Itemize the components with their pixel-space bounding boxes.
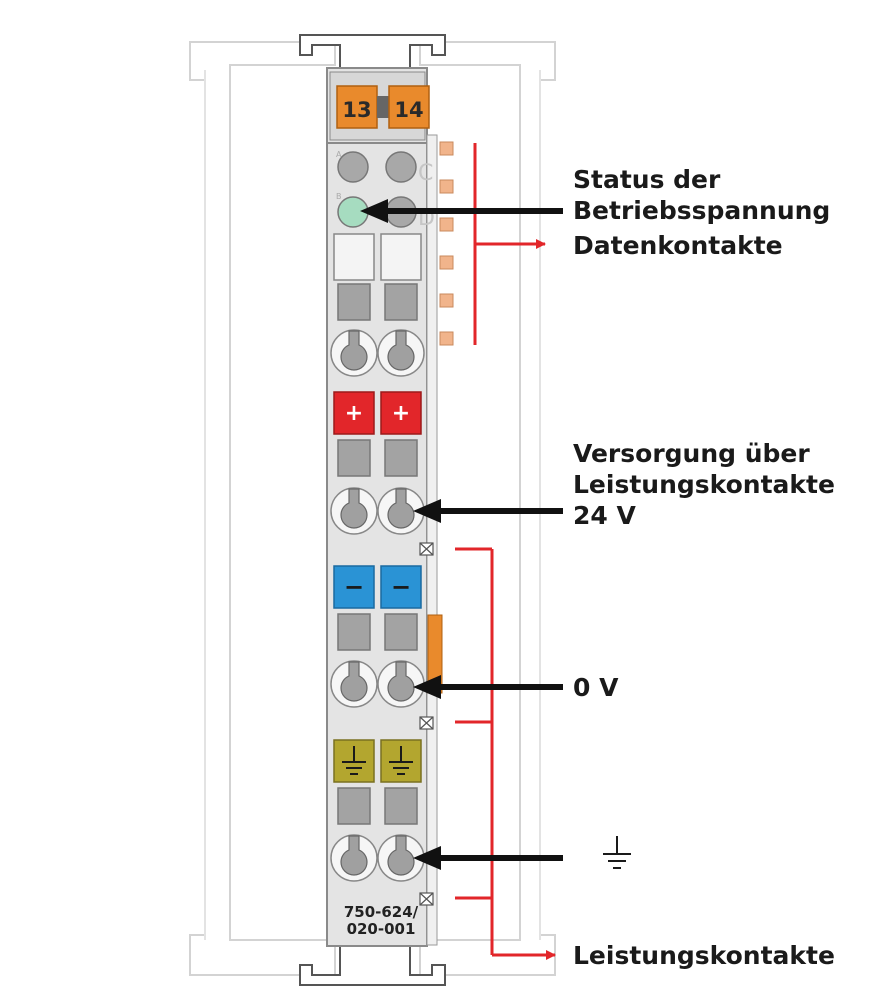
data-contacts-bracket [473, 143, 546, 345]
svg-text:750-624/: 750-624/ [344, 903, 419, 921]
data-contacts-label: Datenkontakte [573, 231, 783, 260]
arrow-supply [413, 499, 563, 523]
data-contact-pads [439, 141, 454, 346]
arrow-zero-volt [413, 675, 563, 699]
svg-text:B: B [336, 192, 342, 201]
power-contacts-label: Leistungskontakte [573, 941, 835, 970]
led-c [385, 151, 417, 183]
plus-marker-left: + [333, 391, 375, 435]
power-contacts-bracket [455, 547, 556, 960]
svg-text:−: − [391, 573, 411, 601]
ground-marker-right [380, 739, 422, 783]
slot-row-1 [333, 233, 422, 321]
zero-volt-label: 0 V [573, 673, 619, 702]
svg-text:+: + [345, 401, 363, 426]
plus-marker-right: + [380, 391, 422, 435]
svg-text:−: − [344, 573, 364, 601]
svg-text:13: 13 [342, 98, 371, 122]
clamp-pair-3 [330, 660, 425, 708]
ground-symbol-icon [603, 836, 631, 869]
supply-label: Versorgung über Leistungskontakte 24 V [573, 439, 835, 530]
arrow-ground [413, 846, 563, 870]
arrow-status [360, 199, 563, 223]
svg-text:+: + [392, 401, 410, 426]
ground-marker-left [333, 739, 375, 783]
minus-marker-left: − [333, 565, 375, 609]
slot-row-2 [337, 439, 418, 477]
slot-row-3 [337, 613, 418, 651]
svg-text:C: C [418, 161, 433, 186]
terminal-number-13: 13 [336, 85, 378, 129]
status-label: Status der Betriebsspannung [573, 165, 831, 225]
svg-text:A: A [336, 150, 342, 159]
svg-text:020-001: 020-001 [347, 920, 416, 938]
minus-marker-right: − [380, 565, 422, 609]
model-number: 750-624/ 020-001 [344, 903, 419, 938]
slot-row-4 [337, 787, 418, 825]
svg-text:14: 14 [394, 98, 423, 122]
led-a [337, 151, 369, 183]
clamp-pair-4 [330, 834, 425, 882]
power-contact-marks [419, 542, 434, 906]
clamp-pair-1 [330, 329, 425, 377]
terminal-separator [377, 96, 389, 118]
terminal-number-14: 14 [388, 85, 430, 129]
